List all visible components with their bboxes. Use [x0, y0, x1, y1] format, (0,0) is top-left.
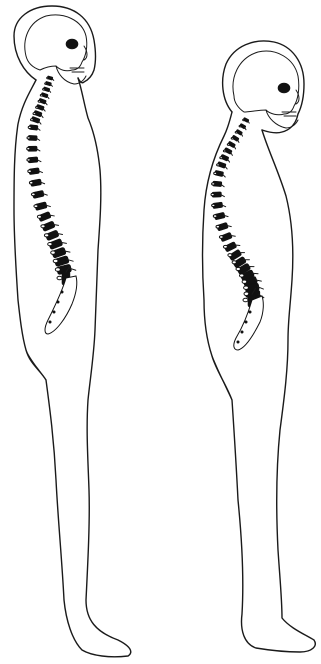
- slouched-disc: [243, 298, 248, 302]
- upright-disc: [33, 113, 36, 115]
- slouched-disc: [243, 119, 245, 120]
- slouched-disc: [223, 245, 227, 248]
- slouched-disc: [244, 286, 249, 289]
- upright-disc: [43, 89, 45, 91]
- upright-jaw: [56, 66, 86, 84]
- slouched-disc: [242, 280, 247, 283]
- upright-posture-figure: [14, 6, 131, 657]
- upright-disc: [28, 126, 31, 128]
- upright-disc: [38, 100, 40, 102]
- slouched-disc: [231, 138, 233, 140]
- upright-disc: [27, 137, 30, 139]
- upright-spine: [27, 76, 76, 285]
- slouched-disc: [213, 215, 217, 218]
- slouched-disc: [211, 193, 214, 195]
- upright-head-outline: [14, 6, 96, 83]
- upright-disc: [47, 77, 49, 78]
- upright-eye-socket: [66, 39, 78, 49]
- upright-disc: [28, 170, 32, 173]
- upright-sacrum: [45, 276, 77, 334]
- slouched-hip-line: [212, 356, 232, 400]
- slouched-disc: [236, 267, 240, 270]
- upright-disc: [31, 193, 35, 196]
- upright-disc: [37, 215, 41, 218]
- upright-disc: [41, 225, 45, 228]
- slouched-disc: [240, 274, 244, 277]
- upright-disc: [48, 243, 52, 246]
- slouched-eye-socket: [278, 83, 290, 93]
- upright-disc: [29, 181, 33, 184]
- upright-body-outline: [14, 78, 131, 657]
- upright-disc: [45, 83, 47, 84]
- slouched-disc: [212, 183, 215, 185]
- upright-disc: [40, 94, 42, 96]
- upright-disc: [27, 148, 30, 150]
- slouched-disc: [216, 225, 220, 228]
- slouched-skull: [233, 51, 299, 115]
- upright-disc: [34, 205, 38, 208]
- upright-disc: [53, 259, 58, 262]
- slouched-disc: [214, 172, 217, 174]
- upright-disc: [55, 268, 60, 272]
- slouched-disc: [239, 126, 241, 127]
- slouched-disc: [217, 164, 220, 166]
- slouched-disc: [220, 157, 223, 159]
- slouched-disc: [232, 261, 236, 264]
- slouched-disc: [219, 236, 223, 239]
- upright-disc: [36, 107, 39, 109]
- upright-disc: [57, 276, 62, 280]
- upright-disc: [44, 234, 48, 237]
- slouched-disc: [212, 204, 215, 206]
- upright-hip-line: [26, 350, 46, 380]
- slouched-disc: [223, 150, 226, 152]
- slouched-disc: [228, 254, 232, 257]
- slouched-posture-figure: [203, 41, 316, 652]
- upright-disc: [27, 159, 30, 161]
- slouched-disc: [235, 132, 237, 134]
- slouched-head-outline: [223, 41, 304, 133]
- slouched-disc: [227, 144, 229, 146]
- upright-disc: [51, 251, 56, 254]
- upright-disc: [31, 119, 34, 121]
